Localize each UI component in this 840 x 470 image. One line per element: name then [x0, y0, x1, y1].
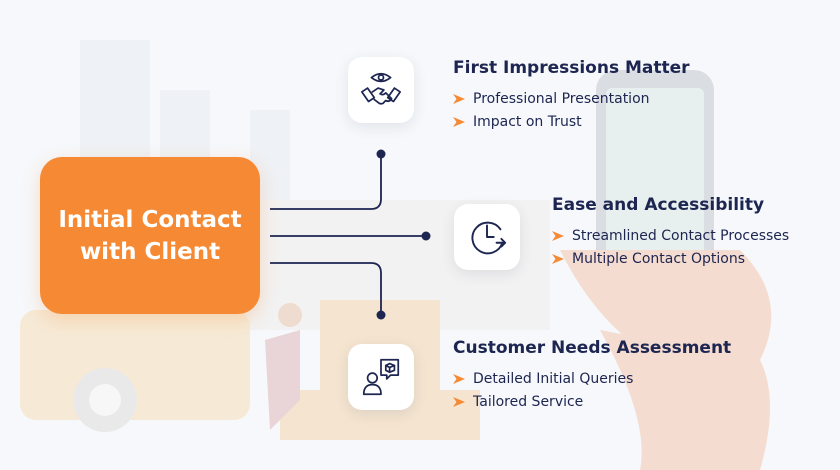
ease-accessibility-icon-card — [454, 204, 520, 270]
bullet-text: Multiple Contact Options — [572, 250, 745, 267]
central-topic-box: Initial Contact with Client — [40, 157, 260, 314]
bullet-list: Streamlined Contact Processes Multiple C… — [552, 224, 789, 270]
clock-arrow-icon — [471, 221, 507, 255]
list-item: Multiple Contact Options — [552, 247, 789, 270]
orange-arrow-icon — [453, 93, 465, 104]
connector-middle-dot — [421, 231, 431, 241]
bullet-text: Detailed Initial Queries — [473, 370, 634, 387]
connector-top-dot — [376, 149, 386, 159]
section-customer-needs: Customer Needs Assessment Detailed Initi… — [453, 338, 731, 413]
list-item: Tailored Service — [453, 390, 731, 413]
bullet-list: Professional Presentation Impact on Trus… — [453, 87, 690, 133]
handshake-eye-icon — [360, 72, 402, 105]
list-item: Impact on Trust — [453, 110, 690, 133]
user-chat-box-icon — [362, 358, 400, 396]
section-title: Ease and Accessibility — [552, 195, 765, 215]
connector-bottom — [270, 262, 382, 315]
list-item: Professional Presentation — [453, 87, 690, 110]
section-first-impressions: First Impressions Matter Professional Pr… — [453, 58, 690, 133]
bullet-text: Tailored Service — [473, 393, 584, 410]
section-ease-accessibility: Ease and Accessibility Streamlined Conta… — [552, 195, 789, 270]
orange-arrow-icon — [453, 373, 465, 384]
connector-top — [270, 154, 382, 210]
orange-arrow-icon — [552, 253, 564, 264]
bullet-text: Professional Presentation — [473, 90, 650, 107]
connector-bottom-dot — [376, 310, 386, 320]
orange-arrow-icon — [453, 116, 465, 127]
list-item: Detailed Initial Queries — [453, 367, 731, 390]
bullet-text: Streamlined Contact Processes — [572, 227, 790, 244]
central-topic-title: Initial Contact with Client — [58, 206, 242, 265]
section-title: Customer Needs Assessment — [453, 338, 732, 358]
bullet-text: Impact on Trust — [473, 113, 582, 130]
orange-arrow-icon — [552, 230, 564, 241]
section-title: First Impressions Matter — [453, 58, 690, 78]
first-impressions-icon-card — [348, 57, 414, 123]
bullet-list: Detailed Initial Queries Tailored Servic… — [453, 367, 731, 413]
orange-arrow-icon — [453, 396, 465, 407]
customer-needs-icon-card — [348, 344, 414, 410]
list-item: Streamlined Contact Processes — [552, 224, 789, 247]
